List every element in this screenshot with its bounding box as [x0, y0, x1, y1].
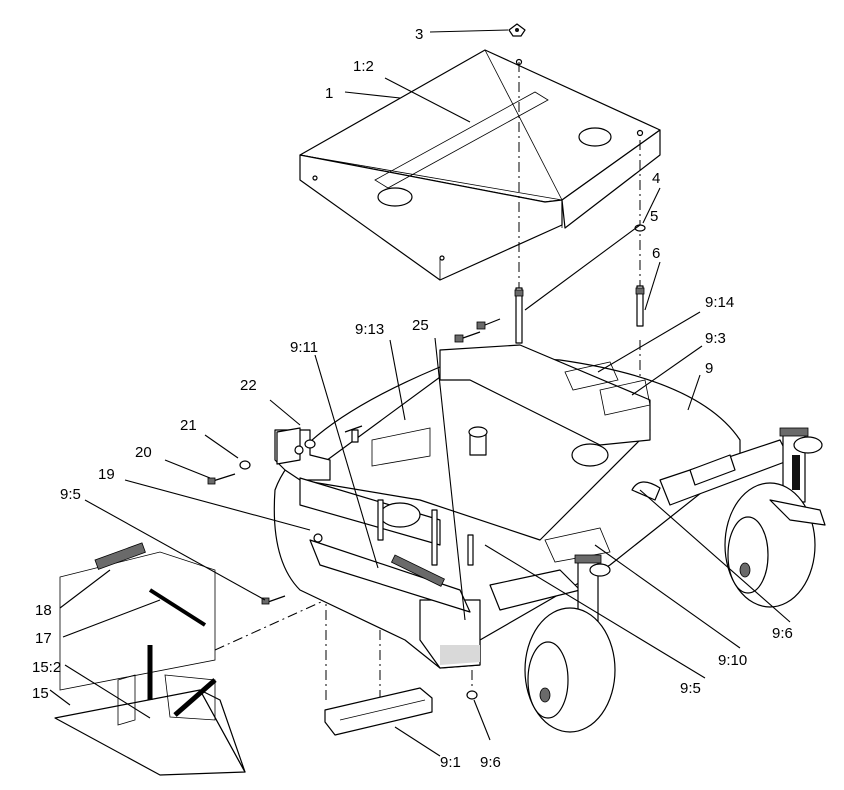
label-25: 25 — [412, 317, 429, 334]
label-9-1: 9:1 — [440, 754, 461, 771]
label-9: 9 — [705, 360, 713, 377]
label-6: 6 — [652, 245, 660, 262]
callout-labels: 3 1:2 1 4 5 6 9:13 25 9:14 9:11 9:3 9 22… — [32, 26, 793, 771]
label-5: 5 — [650, 208, 658, 225]
label-15: 15 — [32, 685, 49, 702]
label-9-10: 9:10 — [718, 652, 747, 669]
leader-lines — [49, 29, 791, 757]
label-9-14: 9:14 — [705, 294, 734, 311]
label-3: 3 — [415, 26, 423, 43]
label-15-2: 15:2 — [32, 659, 61, 676]
label-18: 18 — [35, 602, 52, 619]
label-1: 1 — [325, 85, 333, 102]
label-22: 22 — [240, 377, 257, 394]
label-9-6-right: 9:6 — [772, 625, 793, 642]
deflector — [54, 645, 246, 776]
mower-deck — [273, 344, 741, 669]
knob — [508, 23, 526, 37]
label-17: 17 — [35, 630, 52, 647]
pins — [514, 285, 645, 344]
bracket-9-6 — [631, 481, 661, 501]
spring-and-rod — [59, 542, 216, 691]
label-21: 21 — [180, 417, 197, 434]
label-20: 20 — [135, 444, 152, 461]
label-9-6-bottom: 9:6 — [480, 754, 501, 771]
top-cover — [299, 49, 661, 281]
side-fasteners — [207, 425, 363, 605]
label-9-3: 9:3 — [705, 330, 726, 347]
label-4: 4 — [652, 170, 660, 187]
label-9-5-left: 9:5 — [60, 486, 81, 503]
label-9-11: 9:11 — [290, 339, 318, 356]
label-9-5-right: 9:5 — [680, 680, 701, 697]
label-1-2: 1:2 — [353, 58, 374, 75]
front-caster-wheel — [489, 554, 616, 733]
part-9-1 — [324, 687, 433, 736]
nut-9-6 — [466, 690, 478, 700]
right-caster-wheel — [659, 427, 826, 608]
label-19: 19 — [98, 466, 115, 483]
label-9-13: 9:13 — [355, 321, 384, 338]
